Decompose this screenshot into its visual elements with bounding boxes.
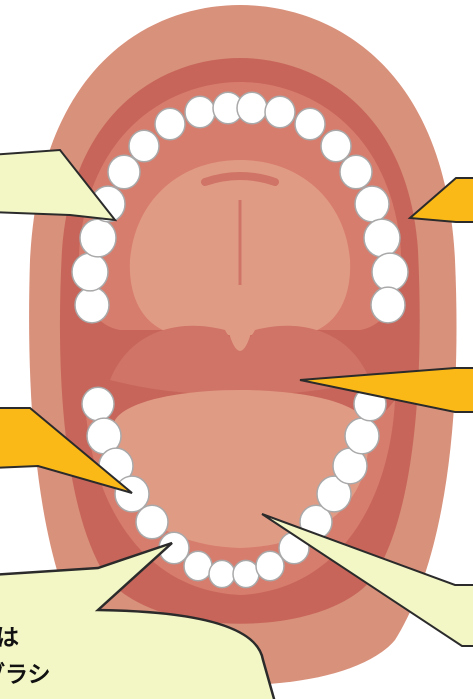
upper-tooth (75, 287, 109, 323)
callout-bottom-left-line1: は (0, 625, 19, 651)
callout-bottom-left-line2: ブラシ (0, 661, 51, 688)
upper-tooth (72, 253, 108, 291)
upper-tooth (129, 130, 159, 162)
lower-tooth (256, 551, 284, 580)
upper-tooth (371, 287, 405, 323)
upper-tooth (364, 219, 400, 257)
lower-tooth (136, 505, 168, 539)
upper-tooth (321, 130, 351, 162)
upper-tooth (80, 219, 116, 257)
lower-tooth (233, 560, 259, 587)
upper-tooth (372, 253, 408, 291)
upper-tooth (108, 155, 140, 189)
lower-tooth (82, 387, 114, 421)
upper-tooth (265, 96, 295, 128)
upper-tooth (355, 186, 389, 222)
lower-tooth (115, 476, 149, 512)
upper-tooth (155, 108, 185, 140)
lower-tooth (209, 560, 235, 587)
upper-tooth (237, 92, 267, 124)
upper-tooth (340, 155, 372, 189)
lower-tooth (345, 418, 379, 454)
lower-tooth (184, 551, 212, 580)
upper-tooth (295, 108, 325, 140)
upper-tooth (185, 96, 215, 128)
